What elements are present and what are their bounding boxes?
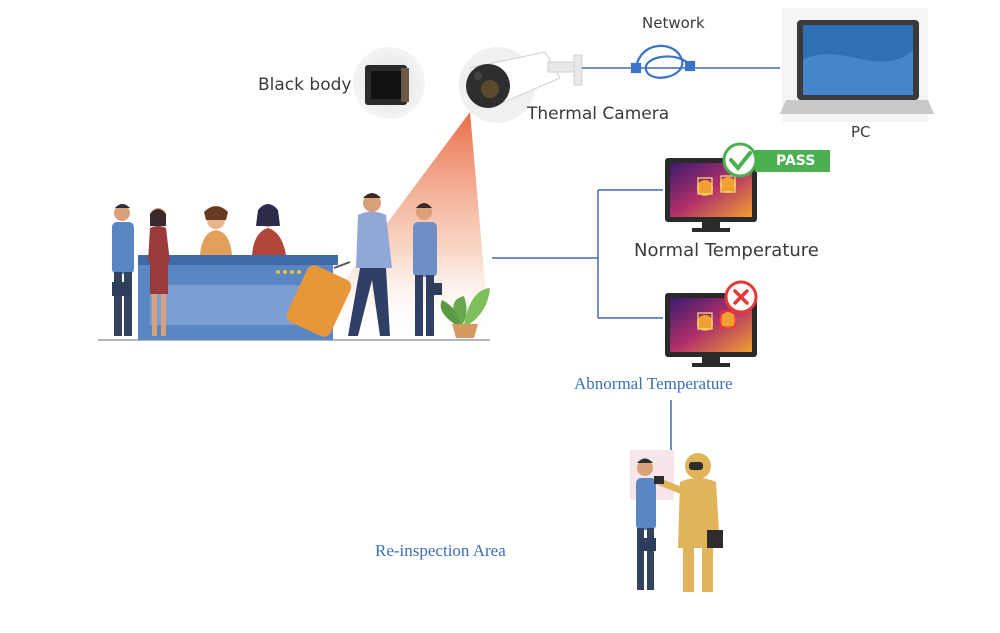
person-walking	[286, 193, 392, 337]
x-icon	[724, 280, 758, 314]
abnormal-temperature-label: Abnormal Temperature	[574, 374, 733, 393]
suitcase-icon	[286, 261, 352, 337]
pc-label: PC	[851, 123, 871, 141]
laptop-icon	[780, 8, 934, 122]
normal-temperature-label: Normal Temperature	[634, 240, 819, 261]
hazmat-inspector	[654, 453, 723, 592]
person-being-inspected	[636, 458, 656, 590]
reinspection-scene	[630, 450, 723, 592]
reinspection-area-label: Re-inspection Area	[375, 541, 506, 560]
person-standing	[112, 204, 134, 336]
thermal-camera-label: Thermal Camera	[527, 104, 670, 124]
plant-icon	[440, 288, 490, 338]
check-icon	[722, 142, 758, 178]
staff-member	[252, 204, 286, 255]
thermal-camera-icon	[459, 47, 583, 123]
staff-member	[200, 206, 232, 255]
network-label: Network	[642, 14, 705, 32]
pass-badge	[755, 150, 830, 172]
reception-scene	[98, 193, 490, 341]
network-cable-icon	[630, 44, 696, 79]
black-body-label: Black body	[258, 75, 352, 95]
person-standing	[148, 208, 170, 336]
person-walking	[413, 203, 442, 336]
pass-label: PASS	[776, 153, 816, 169]
connector-lines	[492, 189, 672, 450]
black-body-device-icon	[353, 47, 425, 119]
